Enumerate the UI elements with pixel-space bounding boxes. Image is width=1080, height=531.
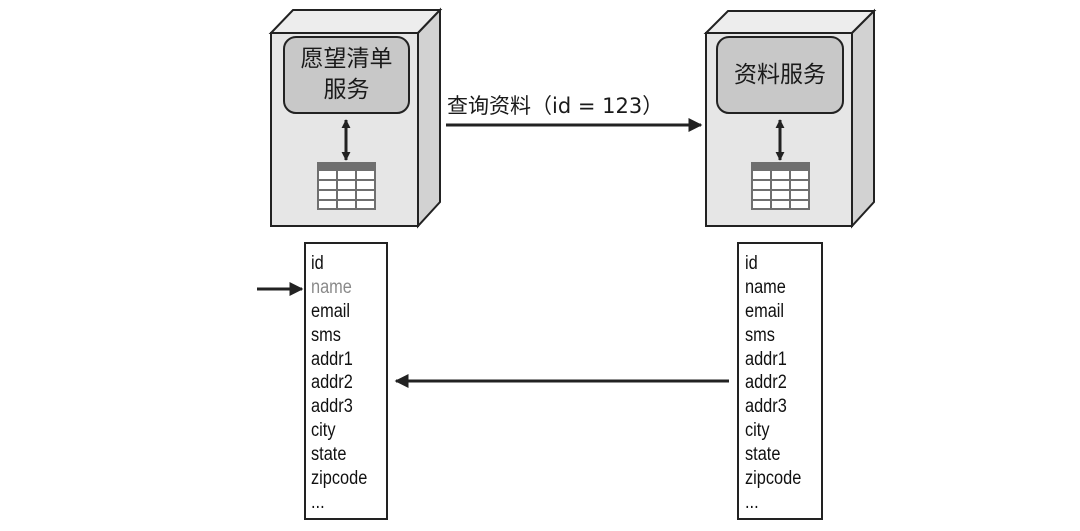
wishlist-field-item: name xyxy=(311,276,352,298)
profile-field-item: id xyxy=(745,253,758,274)
wishlist-server-side xyxy=(417,7,441,229)
profile-service-box xyxy=(716,36,844,114)
wishlist-service-label-line-1: 愿望清单 xyxy=(300,46,393,72)
profile-field-item: city xyxy=(745,420,770,442)
query-label: 查询资料（id = 123） xyxy=(447,94,664,118)
wishlist-database-icon xyxy=(317,162,376,210)
wishlist-service-box xyxy=(283,36,410,114)
wishlist-field-item: addr3 xyxy=(311,396,353,418)
wishlist-field-item: state xyxy=(311,444,347,466)
wishlist-field-item: city xyxy=(311,420,336,442)
wishlist-fields-box xyxy=(304,242,388,520)
profile-field-item: addr1 xyxy=(745,348,787,370)
profile-service-label: 资料服务 xyxy=(717,37,843,113)
wishlist-field-item: addr2 xyxy=(311,372,353,394)
profile-fields-box xyxy=(737,242,823,520)
wishlist-field-item: email xyxy=(311,300,351,322)
wishlist-service-label-line-2: 服务 xyxy=(323,77,370,103)
profile-database-icon xyxy=(751,162,810,210)
profile-field-item: email xyxy=(745,300,785,322)
wishlist-field-item: addr1 xyxy=(311,348,353,370)
profile-service-label-line-1: 资料服务 xyxy=(734,61,826,88)
profile-server-side xyxy=(851,8,875,229)
profile-field-item: addr2 xyxy=(745,372,787,394)
wishlist-field-item: ... xyxy=(311,491,325,513)
profile-field-item: ... xyxy=(745,491,759,513)
profile-field-item: name xyxy=(745,276,786,298)
wishlist-server xyxy=(268,7,443,229)
profile-field-item: addr3 xyxy=(745,396,787,418)
profile-field-item: sms xyxy=(745,324,775,346)
wishlist-service-label: 愿望清单 服务 xyxy=(284,37,409,113)
profile-server-top xyxy=(703,10,877,34)
wishlist-field-item: sms xyxy=(311,324,341,346)
wishlist-field-item: id xyxy=(311,253,324,274)
profile-field-item: zipcode xyxy=(745,468,802,490)
profile-server xyxy=(703,8,877,229)
wishlist-field-item: zipcode xyxy=(311,468,368,490)
wishlist-server-top xyxy=(268,9,443,34)
profile-field-item: state xyxy=(745,444,781,466)
